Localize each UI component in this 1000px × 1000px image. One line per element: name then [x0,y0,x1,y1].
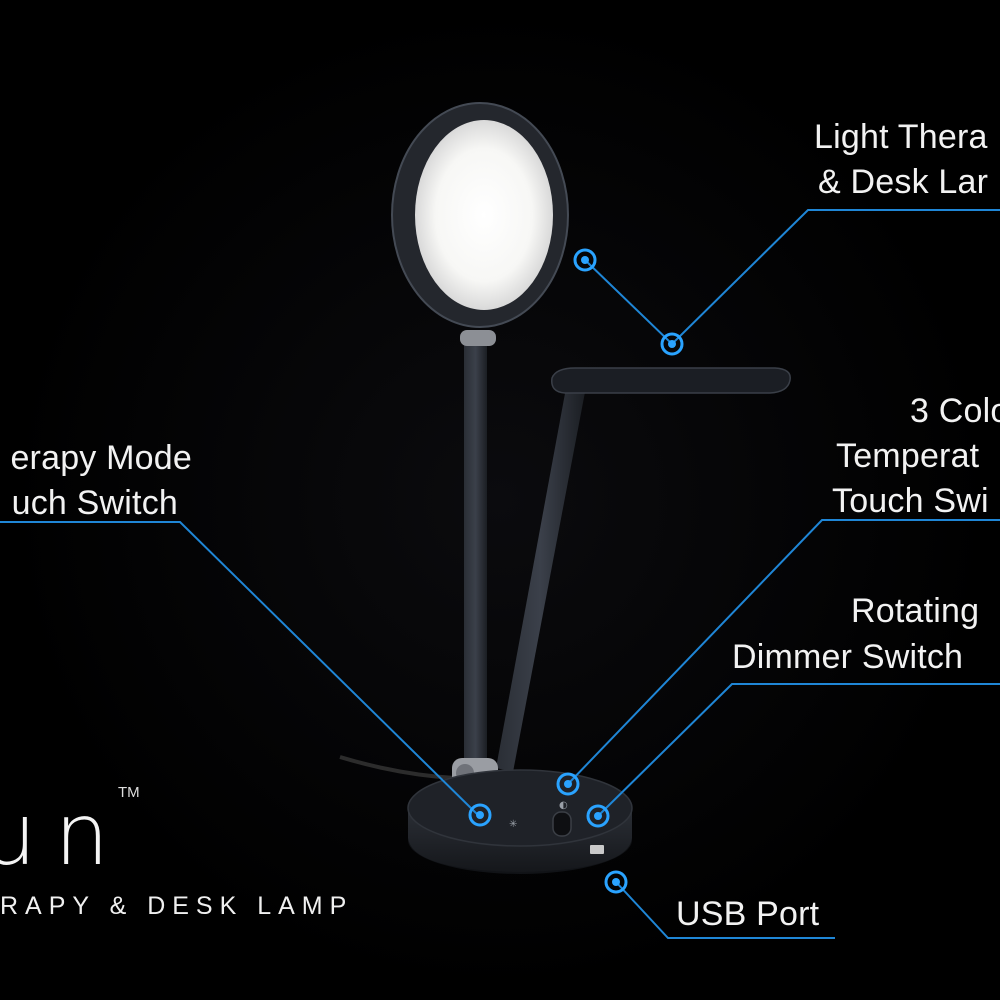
callout-therapy-mode-line2: uch Switch [11,484,178,522]
brand-tagline: RAPY & DESK LAMP [0,892,354,920]
top-hinge [460,330,496,346]
callout-color-temp-3: Touch Swi [832,479,989,524]
svg-text:◐: ◐ [559,800,568,811]
dimmer-knob [552,811,572,837]
callout-usb: USB Port [676,892,819,937]
desk-lamp-head [551,367,791,394]
callout-dot-dimmer [586,804,610,828]
callout-dimmer-line1: Rotating [851,592,980,630]
callout-dot-light-therapy-2 [660,332,684,356]
leader-light-therapy [584,209,1000,346]
desk-lamp-arm [496,388,585,772]
callout-light-therapy-line1: Light Thera [814,118,988,156]
callout-therapy-mode-line1: erapy Mode [10,439,192,477]
brand-trademark: TM [118,784,140,801]
callout-dimmer-1: Rotating [851,589,979,634]
therapy-pole [464,345,487,765]
leader-color-temp [567,519,1000,785]
brand-wordmark: un [0,785,128,885]
callout-color-temp-line1: 3 Colo [910,392,1000,430]
leader-therapy-mode [0,521,479,816]
callout-dimmer-2: Dimmer Switch [732,635,963,680]
callout-therapy-mode: erapy Mode uch Switch [10,436,192,526]
callout-dot-therapy-mode [468,803,492,827]
callout-light-therapy-line2: & Desk Lar [818,163,989,201]
power-cord [339,755,456,780]
svg-text:✳: ✳ [509,819,517,830]
callout-color-temp-line2: Temperat [836,437,980,475]
callout-light-therapy: Light Thera & Desk Lar [814,115,988,205]
usb-port-slot [590,845,604,854]
leader-dimmer [597,683,1000,817]
callout-dimmer-line2: Dimmer Switch [732,638,964,676]
callout-dot-usb [604,870,628,894]
therapy-light-panel [415,120,553,310]
leader-usb [615,881,835,939]
callout-color-temp-2: Temperat [836,434,979,479]
callout-dot-color-temp [556,772,580,796]
callout-dot-light-therapy [573,248,597,272]
callout-color-temp-1: 3 Colo [910,389,1000,434]
callout-color-temp-line3: Touch Swi [832,482,989,520]
callout-usb-line1: USB Port [676,895,820,933]
